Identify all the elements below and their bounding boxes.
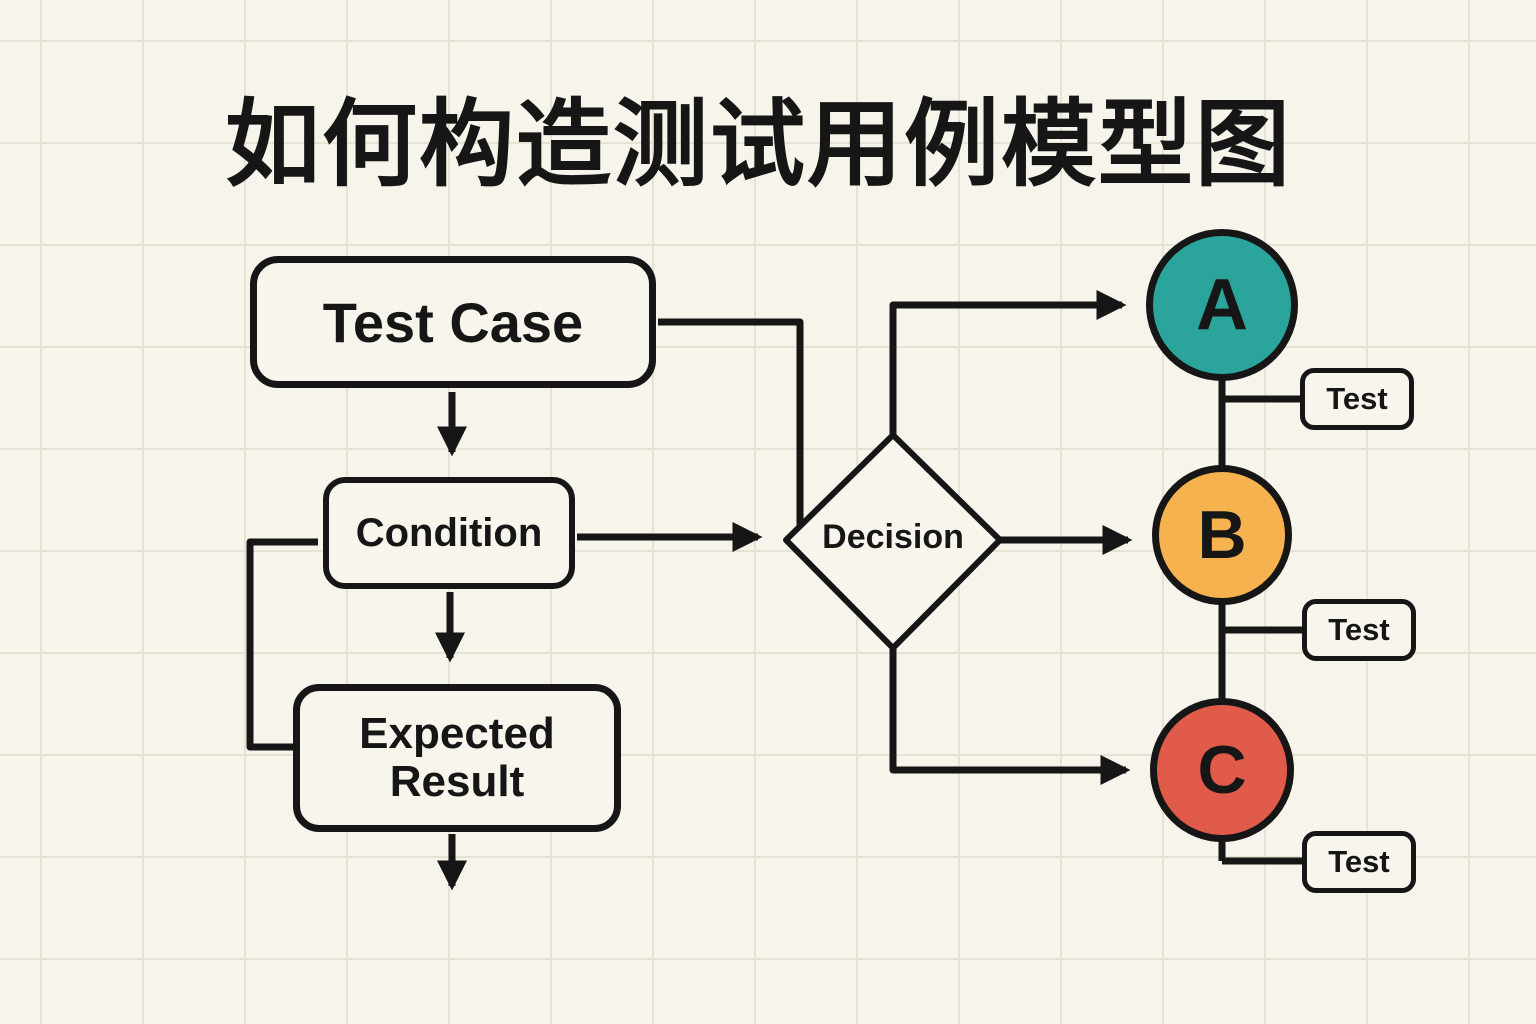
test-case-node: Test Case xyxy=(250,256,656,388)
connector-decision-c xyxy=(889,648,1131,785)
connector-decision-a xyxy=(889,290,1127,435)
test-box-b: Test xyxy=(1302,599,1416,661)
condition-label: Condition xyxy=(355,510,543,555)
outcome-c-label: C xyxy=(1197,732,1247,808)
connector-testcase-decision xyxy=(658,318,804,526)
test-box-a: Test xyxy=(1300,368,1414,430)
test-case-label: Test Case xyxy=(322,290,584,354)
expected-result-node: Expected Result xyxy=(293,684,621,832)
test-box-b-label: Test xyxy=(1328,612,1390,647)
outcome-circle-b: B xyxy=(1152,465,1292,605)
outcome-circle-a: A xyxy=(1146,229,1298,381)
test-box-c: Test xyxy=(1302,831,1416,893)
outcome-b-label: B xyxy=(1197,497,1247,573)
condition-node: Condition xyxy=(323,477,575,589)
outcome-a-label: A xyxy=(1196,265,1248,345)
decision-label: Decision xyxy=(822,518,964,556)
test-box-c-label: Test xyxy=(1328,844,1390,879)
outcome-circle-c: C xyxy=(1150,698,1294,842)
expected-result-label: Expected Result xyxy=(359,709,555,806)
connector-loop-expected-condition xyxy=(246,538,318,751)
test-box-a-label: Test xyxy=(1326,381,1388,416)
diagram-title: 如何构造测试用例模型图 xyxy=(225,92,1293,198)
